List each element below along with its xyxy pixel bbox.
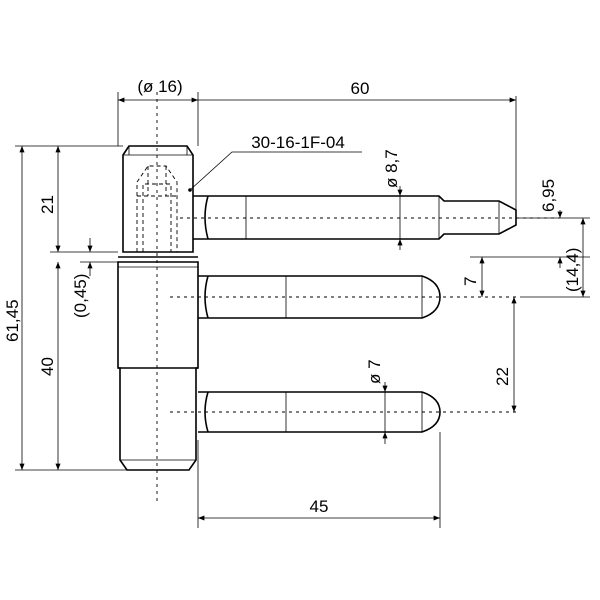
dim-overall-length: 60 — [198, 79, 517, 210]
upper-pin — [180, 195, 560, 240]
dim-pin-length: 45 — [197, 432, 441, 528]
label-gap-lower-pin: 7 — [461, 277, 480, 286]
label-total-height: 61,45 — [3, 299, 22, 342]
dim-lower-pin-spacing: 22 — [493, 297, 517, 412]
label-tip-offset: 6,95 — [539, 179, 558, 212]
label-upper-pin-diameter: ø 8,7 — [382, 149, 401, 188]
part-code-callout: 30-16-1F-04 — [188, 133, 362, 192]
dim-head-diameter: (ø 16) — [117, 77, 199, 146]
dim-gap-lower-pin: 7 — [461, 256, 520, 297]
lower-pin — [170, 391, 520, 433]
dim-upper-pin-diameter: ø 8,7 — [382, 149, 403, 250]
label-head-diameter: (ø 16) — [137, 77, 182, 96]
label-part-code: 30-16-1F-04 — [251, 133, 345, 152]
upper-barrel — [122, 145, 194, 253]
lower-barrel — [117, 261, 199, 471]
dim-lower-pin-diameter: ø 7 — [365, 359, 388, 444]
label-lower-height: 40 — [38, 357, 57, 376]
label-upper-height: 21 — [38, 195, 57, 214]
label-lower-pin-spacing: 22 — [493, 367, 512, 386]
middle-pin — [170, 275, 520, 319]
label-overall-length: 60 — [351, 79, 370, 98]
dim-right-stack: 6,95 (14,4) — [516, 179, 590, 298]
label-pin-length: 45 — [310, 497, 329, 516]
dim-left-stack: 61,45 21 40 (0,45) — [3, 145, 127, 471]
label-pin-spacing: (14,4) — [563, 248, 582, 292]
label-washer-gap: (0,45) — [71, 274, 90, 318]
label-lower-pin-diameter: ø 7 — [365, 359, 384, 384]
